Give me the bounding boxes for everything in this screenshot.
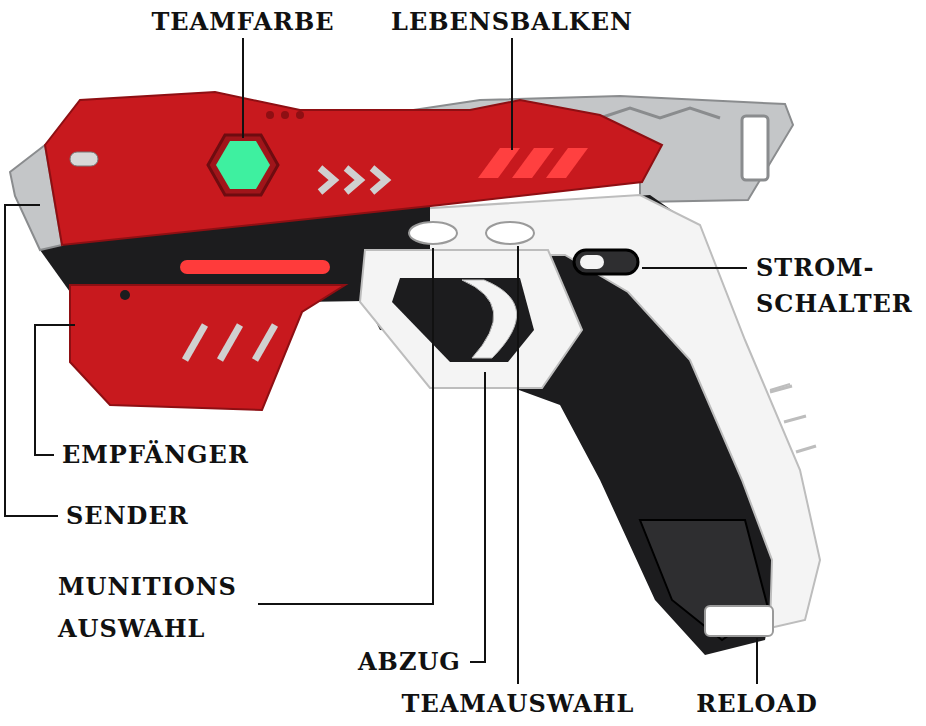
reload-button [705,606,773,636]
leader-line [242,38,244,138]
part-label: TEAMAUSWAHL [388,689,648,719]
life-bar [512,148,554,178]
red-light-bar [180,260,330,274]
trigger [462,280,517,358]
vent-dot [281,111,289,119]
part-label: RELOAD [692,689,822,719]
leader-line [756,638,758,684]
grip-ridge [796,446,816,452]
life-bar [546,148,588,178]
power-switch [574,250,638,274]
ammo-button [409,222,457,244]
rear-sight-loop [742,116,768,180]
grip-ridge [784,416,806,422]
team-button [486,222,534,244]
part-label: TEAMFARBE [143,7,343,37]
bracket-line [5,205,58,516]
rail-detail [600,108,720,118]
power-switch-knob [580,255,604,269]
life-bar [478,148,520,178]
hexagon-frame [208,135,278,195]
bracket-line [35,325,75,455]
chevron [320,168,334,192]
leader-line [642,267,747,269]
trigger-guard [360,250,582,388]
team-color-light [216,141,270,189]
chevron [346,168,360,192]
screw [120,290,130,300]
part-label: SENDER [66,501,266,531]
part-label: STROM- SCHALTER [756,250,921,322]
part-label: EMPFÄNGER [62,440,282,470]
silver-stripe [255,325,275,360]
leader-line [258,248,433,604]
part-label: MUNITIONS AUSWAHL [58,566,253,650]
red-upper-shell [45,92,662,245]
leader-line [470,372,485,662]
leader-line [511,38,513,150]
silver-stripe [185,325,205,360]
pin-detail [70,152,98,166]
vent-dot [266,111,274,119]
part-label: ABZUG [358,647,468,677]
leader-line [517,246,519,684]
red-lower-shell [70,285,345,410]
trigger-opening [392,278,534,362]
chevron [372,168,386,192]
part-label: LEBENSBALKEN [387,7,637,37]
vent-dot [296,111,304,119]
silver-stripe [220,325,240,360]
grip-ridge [770,386,792,392]
grip-body [360,195,780,655]
